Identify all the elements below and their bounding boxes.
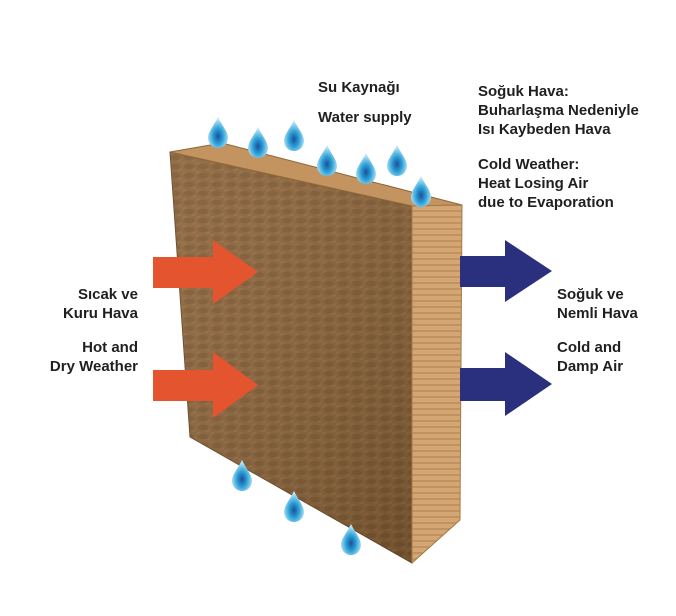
water-supply-label: Su Kaynağı Water supply xyxy=(318,78,412,127)
water-drop-icon xyxy=(341,524,361,555)
water-drop-icon xyxy=(387,145,407,176)
water-drops-top xyxy=(208,117,431,207)
water-drops-bottom xyxy=(232,460,361,555)
pad-side-face xyxy=(411,204,463,565)
hot-air-tr-label: Sıcak ve Kuru Hava xyxy=(62,286,138,322)
cold-air-arrow-upper xyxy=(460,240,552,302)
water-supply-tr: Su Kaynağı xyxy=(318,79,400,96)
water-drop-icon xyxy=(284,491,304,522)
water-drop-icon xyxy=(317,145,337,176)
cold-damp-en-label: Cold and Damp Air xyxy=(557,339,624,375)
hot-air-en-label: Hot and Dry Weather xyxy=(49,339,138,375)
water-drop-icon xyxy=(232,460,252,491)
cold-damp-tr-label: Soğuk ve Nemli Hava xyxy=(557,286,638,322)
cold-air-arrow-lower xyxy=(460,352,552,416)
water-drop-icon xyxy=(284,120,304,151)
water-drop-icon xyxy=(356,153,376,184)
water-drop-icon xyxy=(208,117,228,148)
water-supply-en: Water supply xyxy=(318,109,412,126)
water-drop-icon xyxy=(411,176,431,207)
hot-air-arrow-upper xyxy=(153,240,258,304)
cold-air-en-label: Cold Weather: Heat Losing Air due to Eva… xyxy=(478,156,614,211)
cold-air-tr-label: Soğuk Hava: Buharlaşma Nedeniyle Isı Kay… xyxy=(478,83,639,138)
water-drop-icon xyxy=(248,127,268,158)
hot-air-arrow-lower xyxy=(153,352,258,418)
